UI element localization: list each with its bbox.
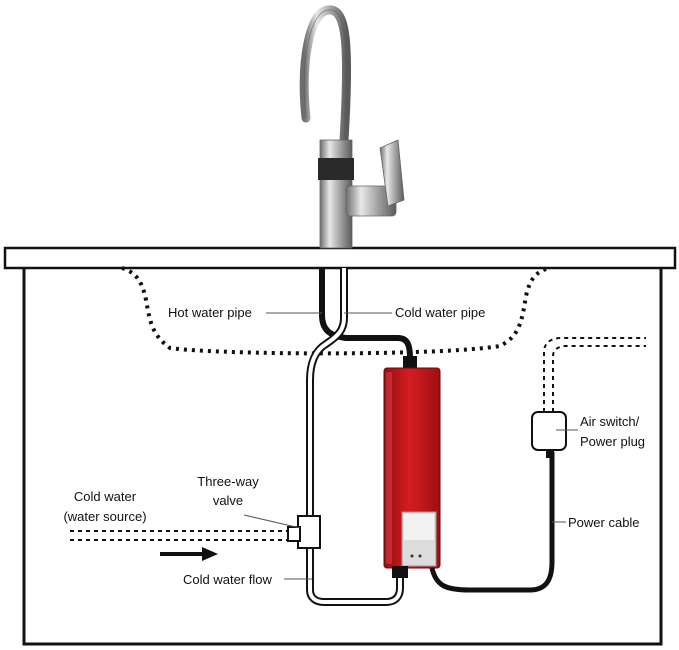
hot-water-pipe-label: Hot water pipe: [168, 305, 252, 320]
countertop: [3, 246, 677, 270]
water-heater: [383, 367, 441, 578]
cold-water-source-label-line2: (water source): [63, 509, 147, 524]
cold-water-pipe: [306, 268, 348, 520]
water-source-line: [70, 530, 296, 541]
air-switch-label: Air switch/ Power plug: [580, 414, 645, 450]
leader-lines: [243, 312, 578, 580]
three-way-valve-label-line1: Three-way: [197, 474, 259, 489]
cold-water-pipe-label: Cold water pipe: [395, 305, 486, 320]
three-way-valve: [287, 515, 321, 549]
air-switch-plug: [531, 411, 567, 458]
three-way-valve-label: Three-way valve: [188, 474, 268, 509]
cold-water-flow-label: Cold water flow: [183, 572, 272, 587]
power-supply-line: [543, 337, 646, 412]
cold-water-source-label: Cold water (water source): [40, 489, 170, 525]
three-way-valve-label-line2: valve: [212, 493, 244, 508]
cold-water-source-label-line1: Cold water: [73, 489, 137, 504]
power-cable-label: Power cable: [568, 515, 640, 530]
cold-water-flow-pipe: [306, 540, 404, 606]
power-cable: [429, 452, 555, 593]
air-switch-label-line2: Power plug: [580, 434, 646, 449]
flow-arrow: [160, 547, 218, 561]
cabinet-outline: [22, 268, 663, 646]
hot-water-pipe: [319, 268, 413, 368]
sink-basin-outline: [121, 266, 551, 356]
faucet: [299, 5, 405, 249]
air-switch-label-line1: Air switch/: [580, 414, 640, 429]
